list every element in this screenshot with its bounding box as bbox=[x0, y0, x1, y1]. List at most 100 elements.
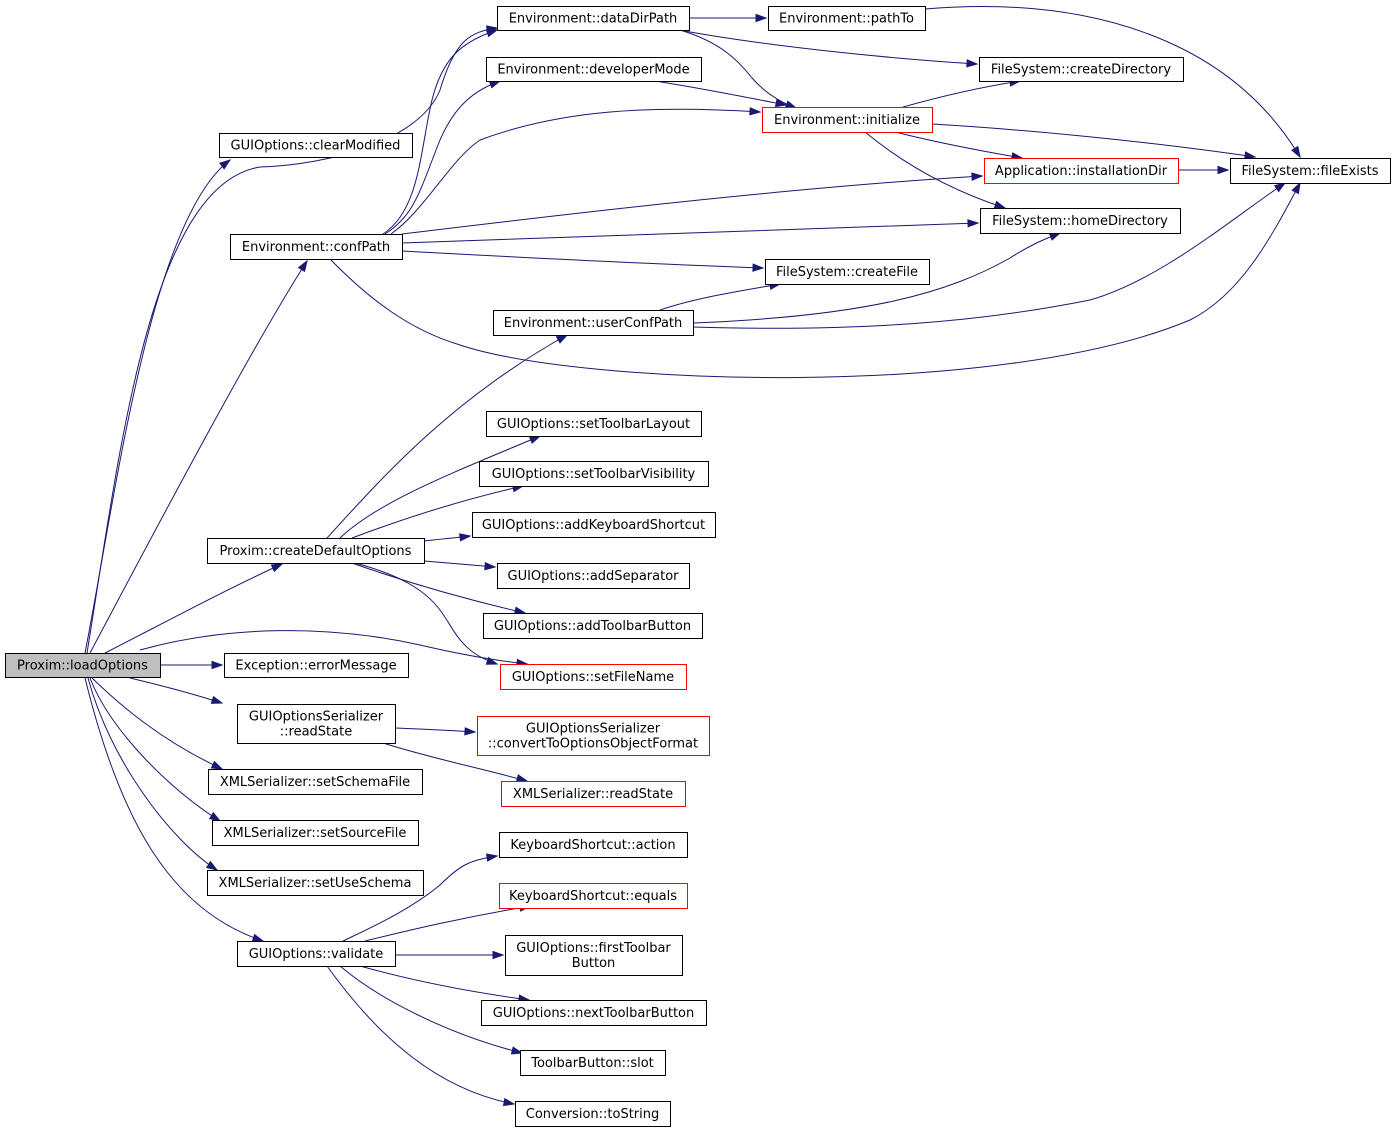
node-homeDirectory[interactable]: FileSystem::homeDirectory bbox=[980, 208, 1181, 234]
node-box[interactable] bbox=[5, 653, 161, 678]
node-validate[interactable]: GUIOptions::validate bbox=[237, 941, 396, 967]
edge-gosReadState-to-convertToOptionsObjectFormat bbox=[394, 727, 477, 736]
node-label: Environment::initialize bbox=[774, 113, 920, 128]
node-box[interactable] bbox=[768, 6, 926, 31]
node-createDefaultOptions[interactable]: Proxim::createDefaultOptions bbox=[207, 538, 425, 564]
node-box[interactable] bbox=[212, 820, 419, 846]
node-errorMessage[interactable]: Exception::errorMessage bbox=[224, 653, 409, 678]
node-clearModified[interactable]: GUIOptions::clearModified bbox=[219, 133, 413, 158]
edge-validate-to-firstToolbarButton bbox=[395, 950, 505, 960]
node-box[interactable] bbox=[1230, 158, 1391, 184]
node-box[interactable] bbox=[980, 208, 1181, 234]
edge-line bbox=[351, 485, 524, 539]
node-addToolbarButton[interactable]: GUIOptions::addToolbarButton bbox=[483, 613, 703, 639]
edge-line bbox=[89, 260, 308, 654]
node-installationDir[interactable]: Application::installationDir bbox=[984, 158, 1179, 184]
node-xmlReadState[interactable]: XMLSerializer::readState bbox=[501, 781, 686, 807]
node-ksAction[interactable]: KeyboardShortcut::action bbox=[499, 832, 688, 858]
node-box[interactable] bbox=[501, 781, 686, 807]
edge-arrowhead bbox=[485, 656, 499, 665]
node-nextToolbarButton[interactable]: GUIOptions::nextToolbarButton bbox=[481, 1000, 707, 1026]
node-createFile[interactable]: FileSystem::createFile bbox=[765, 259, 930, 285]
node-ksEquals[interactable]: KeyboardShortcut::equals bbox=[499, 883, 688, 909]
node-box[interactable] bbox=[497, 6, 690, 31]
node-slot[interactable]: ToolbarButton::slot bbox=[520, 1050, 666, 1076]
node-box[interactable] bbox=[520, 1050, 666, 1076]
edge-validate-to-ksAction bbox=[342, 853, 499, 942]
node-box[interactable] bbox=[515, 1101, 671, 1127]
node-label: GUIOptions::nextToolbarButton bbox=[493, 1006, 695, 1021]
node-setToolbarVisibility[interactable]: GUIOptions::setToolbarVisibility bbox=[479, 461, 709, 487]
edge-arrowhead bbox=[219, 159, 232, 170]
node-box[interactable] bbox=[500, 664, 687, 690]
node-box[interactable] bbox=[208, 769, 423, 795]
edge-line bbox=[84, 159, 231, 654]
node-createDirectory[interactable]: FileSystem::createDirectory bbox=[979, 57, 1184, 82]
node-box[interactable] bbox=[497, 563, 690, 589]
node-box[interactable] bbox=[499, 832, 688, 858]
edge-line bbox=[654, 80, 787, 106]
node-confPath[interactable]: Environment::confPath bbox=[230, 234, 403, 260]
node-box[interactable] bbox=[481, 1000, 707, 1026]
node-box[interactable] bbox=[230, 234, 403, 260]
node-setToolbarLayout[interactable]: GUIOptions::setToolbarLayout bbox=[486, 411, 702, 437]
node-dataDirPath[interactable]: Environment::dataDirPath bbox=[497, 6, 690, 31]
edge-line bbox=[401, 250, 764, 269]
edge-line bbox=[84, 677, 264, 942]
node-box[interactable] bbox=[762, 107, 933, 133]
node-initialize[interactable]: Environment::initialize bbox=[762, 107, 933, 133]
node-box[interactable] bbox=[483, 613, 703, 639]
node-toString[interactable]: Conversion::toString bbox=[515, 1101, 671, 1127]
node-setUseSchema[interactable]: XMLSerializer::setUseSchema bbox=[207, 870, 424, 896]
node-box[interactable] bbox=[486, 57, 702, 82]
edge-pathTo-to-fileExists bbox=[924, 6, 1301, 159]
node-developerMode[interactable]: Environment::developerMode bbox=[486, 57, 702, 82]
node-setSchemaFile[interactable]: XMLSerializer::setSchemaFile bbox=[208, 769, 423, 795]
node-box[interactable] bbox=[765, 259, 930, 285]
edge-loadOptions-to-createDefaultOptions bbox=[104, 563, 284, 654]
node-label: XMLSerializer::setUseSchema bbox=[219, 876, 412, 891]
edge-arrowhead bbox=[1048, 232, 1062, 241]
node-label: XMLSerializer::readState bbox=[513, 787, 673, 802]
node-box[interactable] bbox=[479, 461, 709, 487]
node-box[interactable] bbox=[224, 653, 409, 678]
node-box[interactable] bbox=[207, 538, 425, 564]
node-loadOptions[interactable]: Proxim::loadOptions bbox=[5, 653, 161, 678]
node-box[interactable] bbox=[486, 411, 702, 437]
node-addKeyboardShortcut[interactable]: GUIOptions::addKeyboardShortcut bbox=[472, 512, 716, 538]
edge-line bbox=[91, 677, 223, 770]
node-box[interactable] bbox=[477, 716, 710, 756]
node-fileExists[interactable]: FileSystem::fileExists bbox=[1230, 158, 1391, 184]
edge-arrowhead bbox=[1291, 145, 1301, 159]
node-box[interactable] bbox=[472, 512, 716, 538]
node-box[interactable] bbox=[499, 883, 688, 909]
node-box[interactable] bbox=[984, 158, 1179, 184]
node-setFileName[interactable]: GUIOptions::setFileName bbox=[500, 664, 687, 690]
node-box[interactable] bbox=[505, 935, 683, 976]
node-addSeparator[interactable]: GUIOptions::addSeparator bbox=[497, 563, 690, 589]
node-userConfPath[interactable]: Environment::userConfPath bbox=[493, 310, 694, 336]
node-pathTo[interactable]: Environment::pathTo bbox=[768, 6, 926, 31]
edge-line bbox=[692, 182, 1286, 329]
node-label: GUIOptions::clearModified bbox=[231, 139, 401, 154]
node-box[interactable] bbox=[207, 870, 424, 896]
call-graph-edges bbox=[84, 6, 1301, 1107]
edge-arrowhead bbox=[270, 563, 284, 573]
edge-userConfPath-to-fileExists bbox=[692, 182, 1287, 329]
edge-line bbox=[931, 123, 1256, 158]
node-label: KeyboardShortcut::action bbox=[510, 838, 675, 853]
edge-arrowhead bbox=[749, 107, 762, 116]
edge-loadOptions-to-setUseSchema bbox=[87, 677, 219, 871]
edge-confPath-to-initialize bbox=[390, 107, 762, 235]
node-box[interactable] bbox=[237, 704, 396, 744]
node-box[interactable] bbox=[219, 133, 413, 158]
node-convertToOptionsObjectFormat[interactable]: GUIOptionsSerializer::convertToOptionsOb… bbox=[477, 716, 710, 756]
edge-arrowhead bbox=[1243, 151, 1257, 160]
node-box[interactable] bbox=[979, 57, 1184, 82]
node-box[interactable] bbox=[493, 310, 694, 336]
node-setSourceFile[interactable]: XMLSerializer::setSourceFile bbox=[212, 820, 419, 846]
edge-line bbox=[902, 80, 1021, 108]
node-gosReadState[interactable]: GUIOptionsSerializer::readState bbox=[237, 704, 396, 744]
node-box[interactable] bbox=[237, 941, 396, 967]
